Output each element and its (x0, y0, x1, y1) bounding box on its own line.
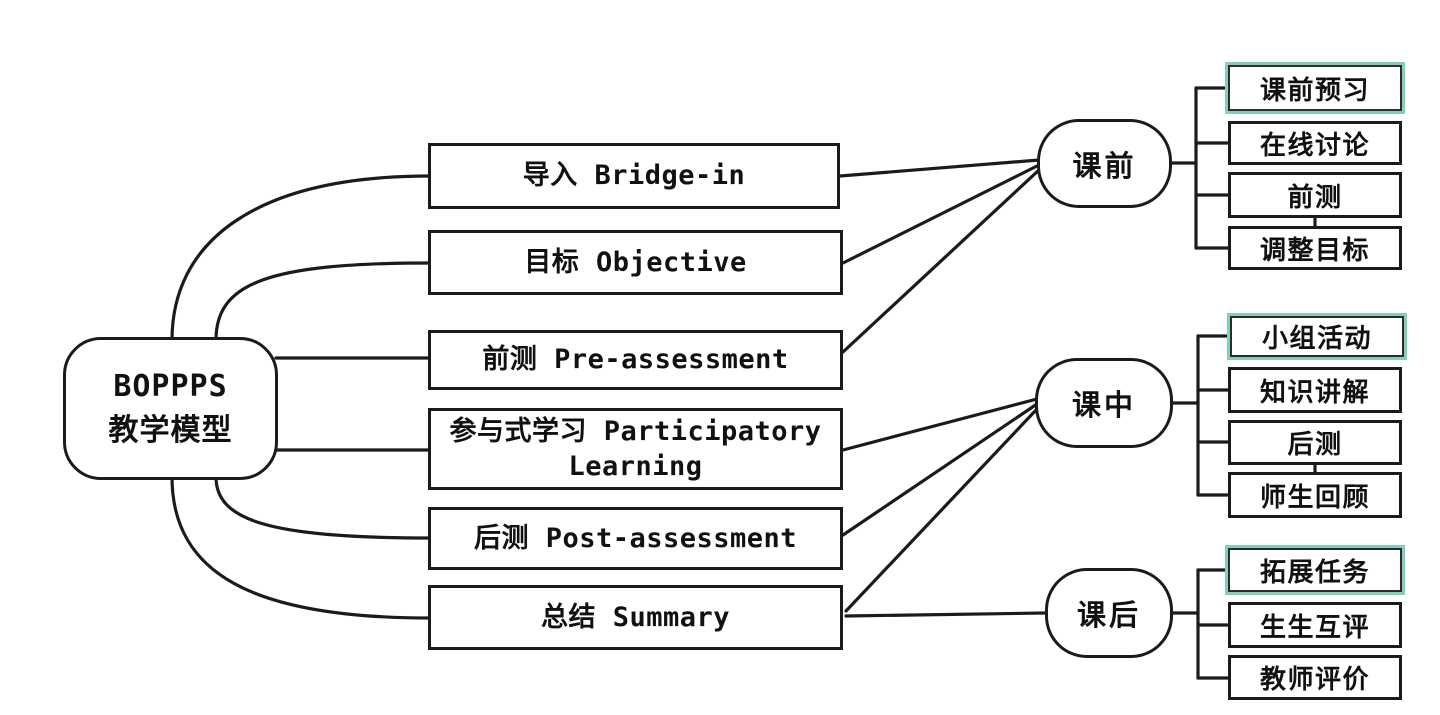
edge-particip-inclass (841, 397, 1039, 452)
stage-node-in-class: 课中 (1035, 358, 1173, 448)
phase-box-pre-assessment: 前测 Pre-assessment (428, 330, 843, 390)
edge-bridgein-preclass (838, 158, 1041, 178)
item-box-peer-evaluation: 生生互评 (1228, 602, 1402, 648)
item-box-knowledge-explanation: 知识讲解 (1228, 367, 1402, 413)
item-box-pretest: 前测 (1228, 172, 1402, 218)
edge-root-bridgein (170, 174, 432, 342)
edge-summary-inclass (844, 407, 1039, 613)
edge-summary-postclass (844, 611, 1047, 618)
phase-box-summary: 总结 Summary (428, 585, 843, 650)
stage-node-pre-class: 课前 (1037, 119, 1172, 208)
root-node-bopppps: BOPPPS 教学模型 (63, 337, 278, 480)
root-node-label: BOPPPS 教学模型 (108, 369, 233, 448)
item-box-adjust-goals: 调整目标 (1228, 226, 1402, 270)
phase-box-participatory-learning: 参与式学习 Participatory Learning (428, 408, 843, 490)
edge-root-summary (170, 475, 432, 620)
edge-preassess-preclass (841, 168, 1041, 354)
phase-box-post-assessment: 后测 Post-assessment (428, 507, 843, 570)
stage-node-post-class: 课后 (1045, 568, 1173, 658)
item-box-group-activity: 小组活动 (1230, 316, 1404, 357)
edge-root-postassess (214, 475, 432, 540)
edge-objective-preclass (841, 163, 1041, 265)
item-box-preview: 课前预习 (1228, 65, 1402, 111)
item-box-extension-task: 拓展任务 (1228, 548, 1402, 592)
edge-postassess-inclass (841, 402, 1039, 537)
item-box-posttest: 后测 (1228, 420, 1402, 465)
edge-root-objective (214, 261, 432, 342)
item-box-teacher-evaluation: 教师评价 (1228, 655, 1402, 700)
phase-box-objective: 目标 Objective (428, 230, 843, 295)
item-box-online-discussion: 在线讨论 (1228, 121, 1402, 165)
phase-box-bridge-in: 导入 Bridge-in (428, 143, 840, 209)
item-box-teacher-student-review: 师生回顾 (1228, 472, 1402, 518)
